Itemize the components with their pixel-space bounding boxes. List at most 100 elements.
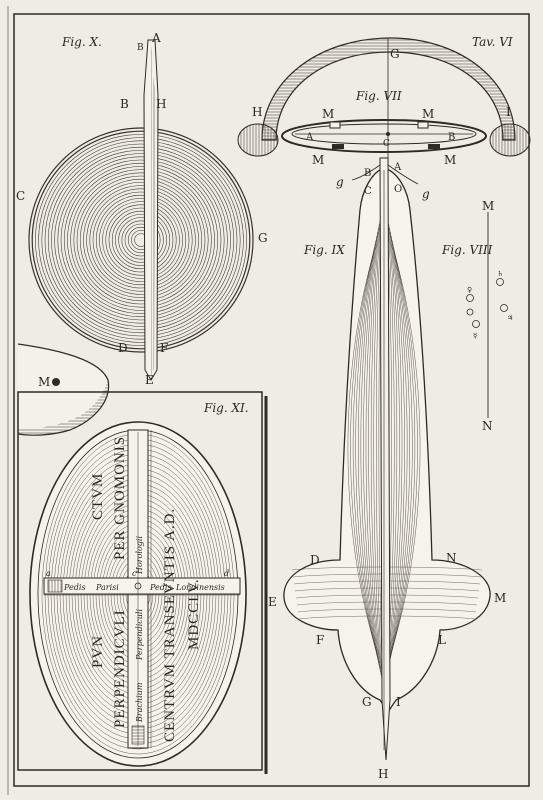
fig7-label-h: H <box>252 105 262 119</box>
engraving-line <box>99 198 183 282</box>
engraving-line <box>388 231 405 667</box>
fig9-label-n: N <box>446 551 457 565</box>
fig11-horizontal-bar-tip <box>47 579 63 593</box>
fig9-label-b: B <box>364 168 371 179</box>
engraving-line <box>390 243 413 658</box>
fig11-hscale-3: Pedis <box>149 583 172 592</box>
fig9-label-o: O <box>394 184 402 195</box>
engraving-line <box>38 137 244 343</box>
engraving-line <box>76 175 206 305</box>
fig11-vscale-bot: Brachium <box>135 682 144 723</box>
fig8-label-n: N <box>482 419 493 433</box>
fig11-hscale-1: Pedis <box>63 583 86 592</box>
fig9-label-f: F <box>316 633 324 647</box>
fig7-clip-left <box>329 121 341 129</box>
engraving-line <box>86 185 196 295</box>
fig7-center <box>386 132 390 136</box>
fig9-label-g2: g <box>422 187 430 201</box>
fig11-hscale-4: Londinensis <box>175 583 225 592</box>
fig10-concentric-disc <box>28 127 254 353</box>
engraving-line <box>391 247 416 655</box>
fig7-label-m4: M <box>444 153 456 167</box>
fig9-label-e: E <box>268 595 277 609</box>
fig11-inscription-1a: PVN <box>90 635 106 668</box>
fig10-tilted-disc-edge <box>18 380 109 436</box>
engraving-line <box>67 166 215 314</box>
jupiter-icon: ♃ <box>500 304 513 322</box>
fig10-label-b-top: B <box>137 43 144 53</box>
engraving-line <box>73 172 209 308</box>
fig11-inscription-2a: PERPENDICVLI <box>112 609 128 728</box>
engraving-line <box>365 227 380 670</box>
fig10-needle-shade <box>151 45 155 378</box>
plate-title: Tav. VI <box>472 35 513 49</box>
engraving-line <box>70 169 212 311</box>
fig10-label-b: B <box>120 97 129 111</box>
svg-text:♃: ♃ <box>507 314 513 322</box>
fig10-label-c: C <box>16 189 25 203</box>
fig10-tilted-disc <box>17 343 110 436</box>
fig7-ring-inner <box>291 123 477 145</box>
fig11-group: Fig. XI. Pedis Parisi Pedis Londinensis … <box>17 391 268 774</box>
fig11-inscription-2b: PER GNOMONIS <box>112 436 128 560</box>
fig10-title: Fig. X. <box>61 35 102 49</box>
fig9-thread-left <box>351 164 381 181</box>
fig9-label-c: C <box>364 186 372 197</box>
fig7-label-i: I <box>506 105 511 119</box>
fig10-label-h: H <box>156 97 166 111</box>
engraving-line <box>102 201 180 279</box>
mars-icon <box>466 308 474 316</box>
fig9-label-g1: g <box>336 175 344 189</box>
engraving-line <box>352 247 377 655</box>
engraving-line <box>89 188 193 292</box>
fig11-vscale-top: Horologii <box>135 536 144 575</box>
fig11-inscription-1b: CTVM <box>90 473 106 520</box>
fig9-label-g: G <box>362 695 372 709</box>
engraving-line <box>386 219 398 676</box>
engraving-line <box>41 140 241 340</box>
engraving-line <box>83 182 199 298</box>
venus-icon: ♀ <box>466 286 474 302</box>
fig11-vscale-mid: Perpendiculi <box>135 609 144 661</box>
fig7-clip-right <box>417 121 429 129</box>
engraving-line <box>363 231 380 667</box>
fig8-label-m: M <box>482 199 494 213</box>
engraving-line <box>47 146 235 334</box>
engraving-line <box>350 251 377 652</box>
saturn-icon: ♄ <box>496 270 504 286</box>
fig9-group: Fig. IX B A g g C O D N E M F L G I H <box>268 157 506 781</box>
fig7-knob-i <box>489 123 531 157</box>
engraving-line <box>370 219 382 676</box>
engraving-line <box>28 127 254 353</box>
engraving-line <box>389 239 410 661</box>
fig7-group: Fig. VII G H I M M A C B M M <box>237 37 531 167</box>
fig11-letter-c: c <box>132 569 137 578</box>
engraving-line <box>391 251 418 652</box>
engraving-line <box>60 159 222 321</box>
svg-text:♄: ♄ <box>497 270 503 278</box>
fig9-title: Fig. IX <box>303 243 345 257</box>
fig7-clip-br <box>428 144 440 149</box>
fig8-title: Fig. VIII <box>441 243 493 257</box>
engraving-line <box>115 214 167 266</box>
engraving-line <box>111 210 171 270</box>
fig11-horizontal-bar-shade <box>44 594 240 597</box>
mercury-icon: ☿ <box>472 320 480 340</box>
engraving-line <box>105 204 177 276</box>
engraving-line <box>376 211 383 682</box>
fig9-label-h: H <box>378 767 388 781</box>
engraving-line <box>57 156 225 324</box>
fig9-label-m: M <box>494 591 506 605</box>
fig11-inscription-4: MDCCLV. <box>186 578 202 650</box>
svg-text:☿: ☿ <box>473 332 477 340</box>
engraving-line <box>118 217 164 263</box>
engraving-line <box>95 194 187 286</box>
fig10-m-mark <box>52 378 60 386</box>
plate-border <box>13 13 530 787</box>
engraving-line <box>51 150 231 330</box>
engraving-line <box>44 143 238 337</box>
fig11-hscale-2: Parisi <box>95 583 119 592</box>
engraving-line <box>368 223 381 673</box>
engraving-line <box>54 153 228 327</box>
